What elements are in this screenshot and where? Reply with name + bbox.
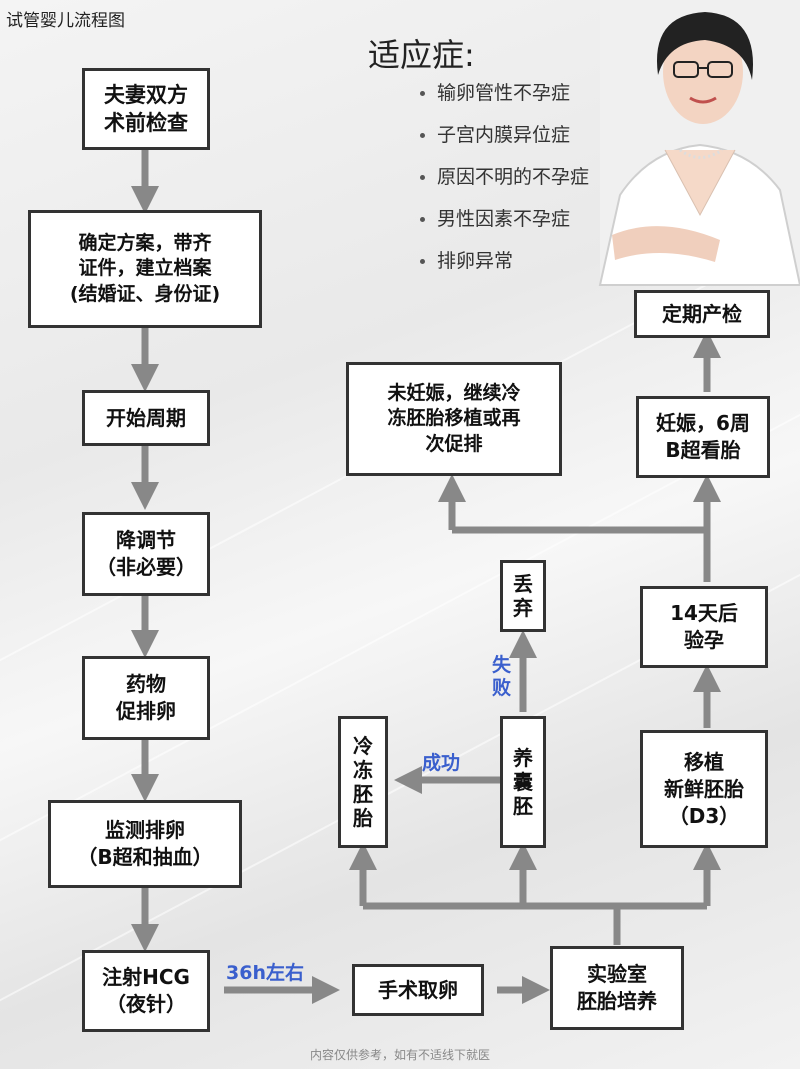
step-prenatal-checkup: 定期产检 <box>634 290 770 338</box>
step-pregnant: 妊娠，6周 B超看胎 <box>636 396 770 478</box>
bullet-icon <box>420 217 425 222</box>
step-plan-documents: 确定方案，带齐 证件，建立档案 (结婚证、身份证) <box>28 210 262 328</box>
indication-item: 原因不明的不孕症 <box>420 162 589 189</box>
step-blastocyst-culture: 养 囊 胚 <box>500 716 546 848</box>
step-stimulation: 药物 促排卵 <box>82 656 210 740</box>
step-monitoring: 监测排卵 （B超和抽血） <box>48 800 242 888</box>
bullet-icon <box>420 133 425 138</box>
indication-item: 男性因素不孕症 <box>420 204 570 231</box>
step-hcg-injection: 注射HCG （夜针） <box>82 950 210 1032</box>
bullet-icon <box>420 175 425 180</box>
step-downregulation: 降调节 （非必要） <box>82 512 210 596</box>
label-36h: 36h左右 <box>226 962 304 984</box>
step-pregnancy-test: 14天后 验孕 <box>640 586 768 668</box>
step-fresh-transfer: 移植 新鲜胚胎 （D3） <box>640 730 768 848</box>
bullet-icon <box>420 259 425 264</box>
page-title: 试管婴儿流程图 <box>6 11 125 31</box>
indication-item: 子宫内膜异位症 <box>420 120 570 147</box>
indications-title: 适应症: <box>368 36 475 74</box>
step-discard: 丢 弃 <box>500 560 546 632</box>
indication-item: 排卵异常 <box>420 246 513 273</box>
indication-item: 输卵管性不孕症 <box>420 78 570 105</box>
bullet-icon <box>420 91 425 96</box>
step-freeze-embryo: 冷 冻 胚 胎 <box>338 716 388 848</box>
step-lab-culture: 实验室 胚胎培养 <box>550 946 684 1030</box>
step-preop-check: 夫妻双方 术前检查 <box>82 68 210 150</box>
label-success: 成功 <box>422 752 461 774</box>
disclaimer: 内容仅供参考，如有不适线下就医 <box>309 1048 490 1062</box>
step-not-pregnant: 未妊娠，继续冷 冻胚胎移植或再 次促排 <box>346 362 562 476</box>
label-fail: 失 败 <box>492 654 512 699</box>
step-start-cycle: 开始周期 <box>82 390 210 446</box>
step-egg-retrieval: 手术取卵 <box>352 964 484 1016</box>
